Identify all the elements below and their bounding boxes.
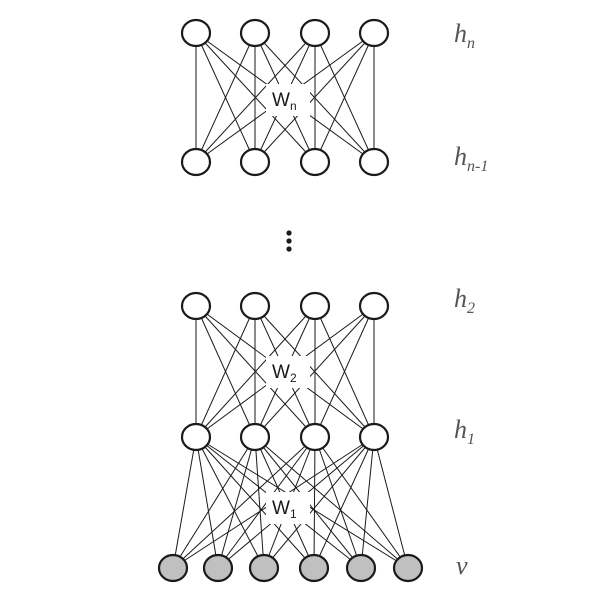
edge-h1-v <box>195 436 315 569</box>
edge-h1-v <box>217 436 256 569</box>
svg-text:W1: W1 <box>272 498 297 521</box>
edge-hn-hn1 <box>195 32 256 163</box>
hidden-unit-h1-2 <box>239 422 271 452</box>
ellipsis-dot <box>286 238 292 244</box>
edge-hn-hn1 <box>254 32 375 163</box>
edge-h2-h1 <box>314 305 375 438</box>
edge-h2-h1 <box>195 305 316 438</box>
edge-hn-hn1 <box>314 32 375 163</box>
hidden-unit-hn1-3 <box>299 147 331 177</box>
hidden-unit-hn1-2 <box>239 147 271 177</box>
edge-h1-v <box>195 436 219 569</box>
weight-label-w2: W2 <box>266 356 310 388</box>
edge-h1-v <box>373 436 409 569</box>
edge-h1-v <box>254 436 265 569</box>
edge-h1-v <box>360 436 375 569</box>
edge-hn-hn1 <box>195 32 316 163</box>
edge-h2-h1 <box>195 305 256 438</box>
edge-h1-v <box>172 436 197 569</box>
edge-h1-v <box>313 436 316 569</box>
unit-nodes <box>157 18 424 583</box>
visible-unit-v-1 <box>157 553 189 583</box>
hidden-unit-h1-4 <box>358 422 390 452</box>
weight-wn-sub: n <box>290 99 297 113</box>
layer-label-h1: h1 <box>454 415 475 448</box>
weight-label-w1: W1 <box>266 492 310 524</box>
weight-label-wn: Wn <box>266 84 310 116</box>
hidden-unit-h2-3 <box>299 291 331 321</box>
edge-h1-v <box>263 436 375 569</box>
hidden-unit-hn-1 <box>180 18 212 48</box>
edge-h1-v <box>314 436 362 569</box>
visible-unit-v-3 <box>248 553 280 583</box>
layer-label-h2: h2 <box>454 284 475 317</box>
svg-text:W2: W2 <box>272 362 297 385</box>
visible-unit-v-5 <box>345 553 377 583</box>
layer-label-v: v <box>456 551 468 580</box>
layer-ellipsis <box>286 230 292 252</box>
hidden-unit-hn-4 <box>358 18 390 48</box>
edge-h2-h1 <box>254 305 375 438</box>
hidden-unit-hn1-4 <box>358 147 390 177</box>
edge-h1-v <box>313 436 375 569</box>
edge-h1-v <box>172 436 316 569</box>
hidden-unit-h1-1 <box>180 422 212 452</box>
layer-label-hn: hn <box>454 19 475 52</box>
weight-wn-name: W <box>272 90 290 111</box>
hidden-unit-h1-3 <box>299 422 331 452</box>
hidden-unit-hn-3 <box>299 18 331 48</box>
visible-unit-v-6 <box>392 553 424 583</box>
hidden-unit-h2-2 <box>239 291 271 321</box>
layer-label-hn-1: hn-1 <box>454 142 488 175</box>
svg-text:Wn: Wn <box>272 90 297 113</box>
hidden-unit-hn1-1 <box>180 147 212 177</box>
weight-w1-sub: 1 <box>290 507 297 521</box>
weight-w2-sub: 2 <box>290 371 297 385</box>
weight-w1-name: W <box>272 498 290 519</box>
edge-h1-v <box>172 436 256 569</box>
hidden-unit-h2-1 <box>180 291 212 321</box>
visible-unit-v-4 <box>298 553 330 583</box>
edge-h1-v <box>314 436 409 569</box>
edge-h1-v <box>254 436 409 569</box>
ellipsis-dot <box>286 246 292 252</box>
weight-w2-name: W <box>272 362 290 383</box>
visible-unit-v-2 <box>202 553 234 583</box>
ellipsis-dot <box>286 230 292 236</box>
edge-h1-v <box>195 436 265 569</box>
hidden-unit-hn-2 <box>239 18 271 48</box>
hidden-unit-h2-4 <box>358 291 390 321</box>
